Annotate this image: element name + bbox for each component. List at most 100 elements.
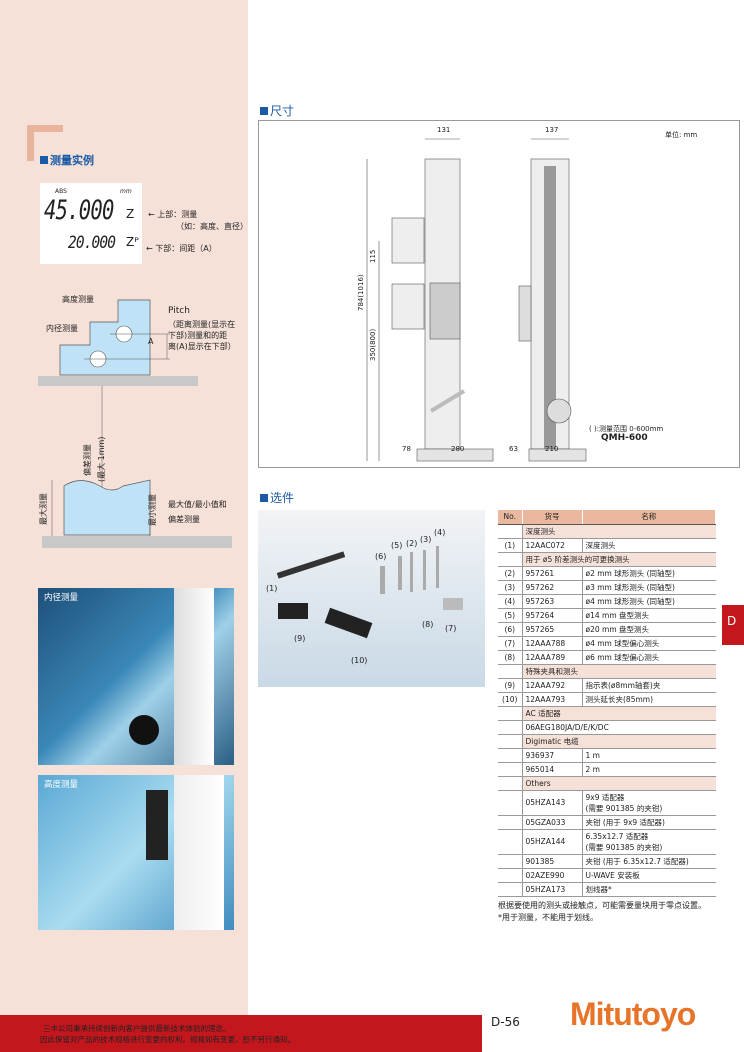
name-text: 夹钳 (用于 9x9 适配器) bbox=[585, 817, 666, 827]
photo-callout: (4) bbox=[434, 528, 446, 537]
unit-label: mm bbox=[120, 188, 132, 195]
cell-name: 9x9 适配器(需要 901385 的夹钳) bbox=[582, 790, 716, 816]
deviation-label: 偏差测量 bbox=[83, 444, 92, 476]
range-note: ( ):测量范围 0-600mm bbox=[589, 425, 664, 433]
cell-no bbox=[498, 790, 523, 816]
cell-name: 深度测头 bbox=[582, 538, 716, 553]
col-header-no: No. bbox=[498, 510, 523, 525]
photo-label: 内径测量 bbox=[44, 593, 79, 603]
name-text: 指示表(ø8mm轴套)夹 bbox=[585, 680, 661, 690]
upper-label: ← 上部：测量 bbox=[148, 210, 198, 219]
section-header: 06AEG180JA/D/E/K/DC bbox=[522, 720, 716, 735]
dimension-drawing: 131 137 单位: mm 784(1016) 115 350(800) 78… bbox=[258, 120, 740, 468]
cell-code: 957261 bbox=[522, 566, 583, 581]
upper-label-2: （如：高度、直径） bbox=[176, 222, 248, 231]
name-text: 6.35x12.7 适配器 bbox=[585, 831, 649, 841]
section-title-examples: 测量实例 bbox=[40, 152, 94, 168]
name-text: 9x9 适配器 bbox=[585, 792, 625, 802]
footer-disclaimer: 三丰公司秉承持续创新向客户提供最新技术体验的理念。 因此保留对产品的技术规格进行… bbox=[0, 1015, 482, 1052]
cell-name: 夹钳 (用于 6.35x12.7 适配器) bbox=[582, 854, 716, 869]
cell-no: (8) bbox=[498, 650, 523, 665]
name-text: ø2 mm 球形测头 (同轴型) bbox=[585, 568, 675, 578]
cell-name: ø4 mm 球型偏心测头 bbox=[582, 636, 716, 651]
cell-name: 测头延长夹(85mm) bbox=[582, 692, 716, 707]
cell-no bbox=[498, 762, 523, 777]
table-row: 深度测头 bbox=[498, 524, 716, 539]
cell-code: 05HZA144 bbox=[522, 829, 583, 855]
cell-no bbox=[498, 854, 523, 869]
page-number: D-56 bbox=[491, 1015, 520, 1029]
cell-no: (10) bbox=[498, 692, 523, 707]
height-measure-photo: 高度测量 bbox=[38, 775, 234, 930]
section-tab-d[interactable]: D bbox=[722, 605, 744, 645]
table-row: Digimatic 电缆 bbox=[498, 734, 716, 749]
tab-letter: D bbox=[727, 614, 737, 628]
cell-no: (1) bbox=[498, 538, 523, 553]
cell-code: 901385 bbox=[522, 854, 583, 869]
cell-no bbox=[498, 868, 523, 883]
photo-callout: (8) bbox=[422, 620, 434, 629]
max-1mm-label: (最大 1mm) bbox=[97, 436, 106, 482]
cell-code: 12AAA792 bbox=[522, 678, 583, 693]
table-row: 特殊夹具和测头 bbox=[498, 664, 716, 679]
dim-probe-height: 115 bbox=[369, 249, 377, 263]
cell-no bbox=[498, 776, 523, 791]
cell-name: ø4 mm 球形测头 (同轴型) bbox=[582, 594, 716, 609]
disclaimer-line: 因此保留对产品的技术规格进行变更的权利。规格如有变更，恕不另行通知。 bbox=[40, 1035, 295, 1044]
max-height-label: 最大测量 bbox=[39, 493, 48, 525]
cell-name: ø6 mm 球型偏心测头 bbox=[582, 650, 716, 665]
photo-callout: (2) bbox=[406, 539, 418, 548]
section-header: Others bbox=[522, 776, 716, 791]
section-header: 深度测头 bbox=[522, 524, 716, 539]
section-title-dimensions: 尺寸 bbox=[260, 102, 294, 119]
mitutoyo-logo: Mitutoyo bbox=[570, 996, 696, 1032]
cell-name: 6.35x12.7 适配器(需要 901385 的夹钳) bbox=[582, 829, 716, 855]
photo-callout: (7) bbox=[445, 624, 457, 633]
name-text: ø4 mm 球形测头 (同轴型) bbox=[585, 596, 675, 606]
cell-code: 05HZA143 bbox=[522, 790, 583, 816]
options-photo: (1) (2) (3) (4) (5) (6) (7) (8) (9) (10) bbox=[258, 510, 485, 687]
cell-no bbox=[498, 734, 523, 749]
pitch-desc: （距离测量(显示在 bbox=[168, 320, 236, 329]
pitch-title: Pitch bbox=[168, 306, 190, 316]
cell-code: 12AAA793 bbox=[522, 692, 583, 707]
name-text-2: (需要 901385 的夹钳) bbox=[585, 842, 663, 852]
cell-code: 05GZA033 bbox=[522, 815, 583, 830]
section-header: 用于 ø5 阶差测头的可更换测头 bbox=[522, 552, 716, 567]
section-title-options: 选件 bbox=[260, 489, 294, 506]
bore-measure-photo: 内径测量 bbox=[38, 588, 234, 765]
photo-callout: (5) bbox=[391, 541, 403, 550]
cell-code: 957262 bbox=[522, 580, 583, 595]
name-text: ø20 mm 盘型测头 bbox=[585, 624, 650, 634]
bore-measure-label: 内径测量 bbox=[46, 324, 78, 333]
cell-no bbox=[498, 706, 523, 721]
min-height-label: 最小测量 bbox=[148, 494, 157, 526]
cell-code: 12AAC072 bbox=[522, 538, 583, 553]
corner-bracket bbox=[27, 125, 63, 161]
cell-code: 12AAA788 bbox=[522, 636, 583, 651]
cell-name: 划线器* bbox=[582, 882, 716, 897]
cell-code: 957265 bbox=[522, 622, 583, 637]
table-note: 根据要使用的测头或接触点，可能需要量块用于零点设置。 bbox=[498, 900, 706, 910]
name-text: 测头延长夹(85mm) bbox=[585, 694, 654, 704]
table-row: Others bbox=[498, 776, 716, 791]
photo-callout: (3) bbox=[420, 535, 432, 544]
cell-no: (3) bbox=[498, 580, 523, 595]
cell-no bbox=[498, 720, 523, 735]
pitch-desc: 离(A)显示在下部） bbox=[168, 342, 236, 351]
dim-side-offset: 63 bbox=[509, 445, 518, 453]
dim-front-width: 131 bbox=[437, 126, 451, 134]
pitch-desc: 下部)测量和的距 bbox=[168, 331, 228, 340]
